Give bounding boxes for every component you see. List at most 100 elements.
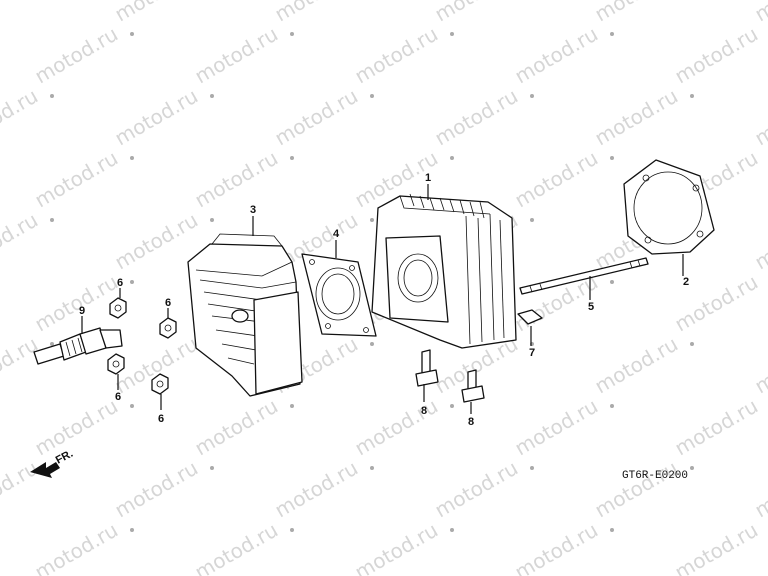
callout-6c: 6 [115,391,121,403]
watermark-text: motod.ru [111,456,202,523]
watermark-text: motod.ru [191,394,282,461]
watermark-dot [610,404,614,408]
watermark-text: motod.ru [431,456,522,523]
watermark-text: motod.ru [671,518,762,576]
watermark-dot [290,156,294,160]
nut-2 [159,317,177,339]
callout-8b: 8 [468,416,474,428]
watermark-dot [610,280,614,284]
watermark-dot [210,94,214,98]
watermark-text: motod.ru [591,332,682,399]
watermark-text: motod.ru [511,146,602,213]
bolt-1 [415,349,439,387]
watermark-text: motod.ru [511,394,602,461]
watermark-text: motod.ru [751,208,768,275]
watermark-text: motod.ru [31,146,122,213]
watermark-text: motod.ru [31,518,122,576]
watermark-text: motod.ru [31,22,122,89]
watermark-dot [130,156,134,160]
watermark-dot [290,32,294,36]
watermark-text: motod.ru [511,518,602,576]
watermark-dot [370,94,374,98]
stud-bolt [519,257,649,295]
watermark-text: motod.ru [0,208,42,275]
watermark-text: motod.ru [191,22,282,89]
watermark-text: motod.ru [31,394,122,461]
watermark-dot [690,342,694,346]
leader-lines [81,184,684,414]
base-gasket [623,159,715,255]
watermark-text: motod.ru [0,0,42,26]
watermark-text: motod.ru [111,84,202,151]
watermark-dot [530,466,534,470]
watermark-text: motod.ru [271,0,362,26]
watermark-text: motod.ru [511,22,602,89]
callout-1: 1 [425,172,431,184]
dowel-pin [517,309,543,325]
watermark-text: motod.ru [191,518,282,576]
watermark-dot [450,528,454,532]
callout-2: 2 [683,276,689,288]
watermark-dot [130,404,134,408]
watermark-text: motod.ru [751,332,768,399]
watermark-text: motod.ru [751,0,768,26]
watermark-dot [210,218,214,222]
cylinder-head [187,233,303,397]
watermark-dot [50,218,54,222]
nut-4 [151,373,169,395]
figure-code: GT6R-E0200 [622,470,688,482]
watermark-dot [370,218,374,222]
watermark-text: motod.ru [351,22,442,89]
watermark-text: motod.ru [191,146,282,213]
watermark-text: motod.ru [351,394,442,461]
callout-5: 5 [588,301,594,313]
watermark-text: motod.ru [0,84,42,151]
watermark-dot [370,466,374,470]
watermark-text: motod.ru [591,84,682,151]
watermark-dot [690,466,694,470]
callout-7: 7 [529,347,535,359]
watermark-dot [290,404,294,408]
watermark-text: motod.ru [271,456,362,523]
watermark-text: motod.ru [671,394,762,461]
watermark-dot [450,404,454,408]
watermark-text: motod.ru [591,456,682,523]
watermark-dot [450,156,454,160]
watermark-dot [290,528,294,532]
callout-9: 9 [79,305,85,317]
watermark-dot [690,94,694,98]
callout-8a: 8 [421,405,427,417]
watermark-text: motod.ru [671,22,762,89]
callout-4: 4 [333,228,340,240]
watermark-text: motod.ru [591,0,682,26]
watermark-dot [610,32,614,36]
callout-6b: 6 [165,297,171,309]
watermark-text: motod.ru [751,84,768,151]
watermark-dot [130,32,134,36]
watermark-text: motod.ru [0,332,42,399]
cylinder [371,193,517,349]
watermark-text: motod.ru [431,84,522,151]
callout-6d: 6 [158,413,164,425]
bolt-2 [461,369,485,403]
watermark-dot [210,466,214,470]
watermark-text: motod.ru [431,0,522,26]
watermark-dot [370,342,374,346]
watermark-text: motod.ru [111,0,202,26]
watermark-dot [50,342,54,346]
spark-plug [33,327,123,365]
watermark-dot [610,156,614,160]
watermark-dot [130,280,134,284]
watermark-text: motod.ru [751,456,768,523]
nut-3 [107,353,125,375]
watermark-text: motod.ru [31,270,122,337]
head-gasket [301,253,377,337]
watermark-text: motod.ru [271,84,362,151]
watermark-dot [450,32,454,36]
watermark-text: motod.ru [0,456,42,523]
watermark-dot [610,528,614,532]
watermark-dot [50,94,54,98]
watermark-text: motod.ru [351,518,442,576]
watermark-dot [130,528,134,532]
